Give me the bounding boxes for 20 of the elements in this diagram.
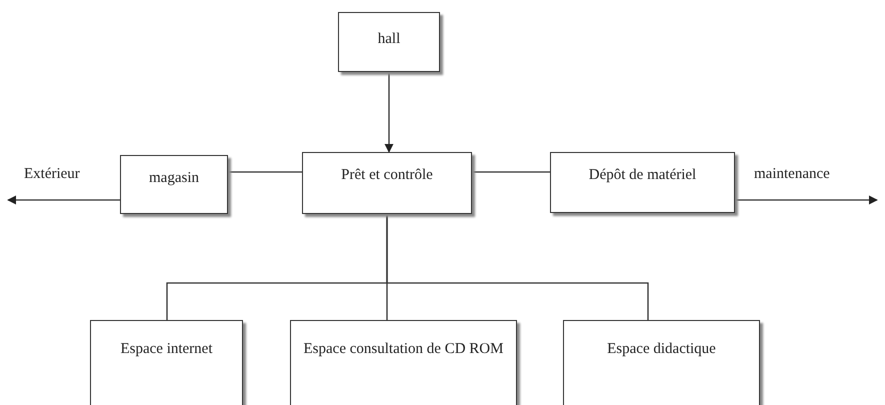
box-label: Prêt et contrôle <box>340 167 434 184</box>
box-label: hall <box>376 31 402 48</box>
process-box <box>120 155 228 214</box>
box-label: magasin <box>148 170 200 187</box>
process-box <box>338 12 440 72</box>
arrow <box>735 195 878 205</box>
box-label: Espace didactique <box>606 341 717 358</box>
arrow <box>7 195 120 205</box>
connector-line <box>228 171 302 173</box>
box-label: Espace internet <box>119 341 214 358</box>
box-label: Espace consultation de CD ROM <box>302 341 504 358</box>
process-box <box>563 320 760 405</box>
process-box <box>90 320 243 405</box>
process-box <box>290 320 517 405</box>
box-label: Dépôt de matériel <box>588 167 698 184</box>
process-box <box>302 152 472 214</box>
connector-line <box>472 171 550 173</box>
arrow <box>384 72 394 153</box>
process-box <box>550 152 735 213</box>
connector-line <box>386 214 649 320</box>
